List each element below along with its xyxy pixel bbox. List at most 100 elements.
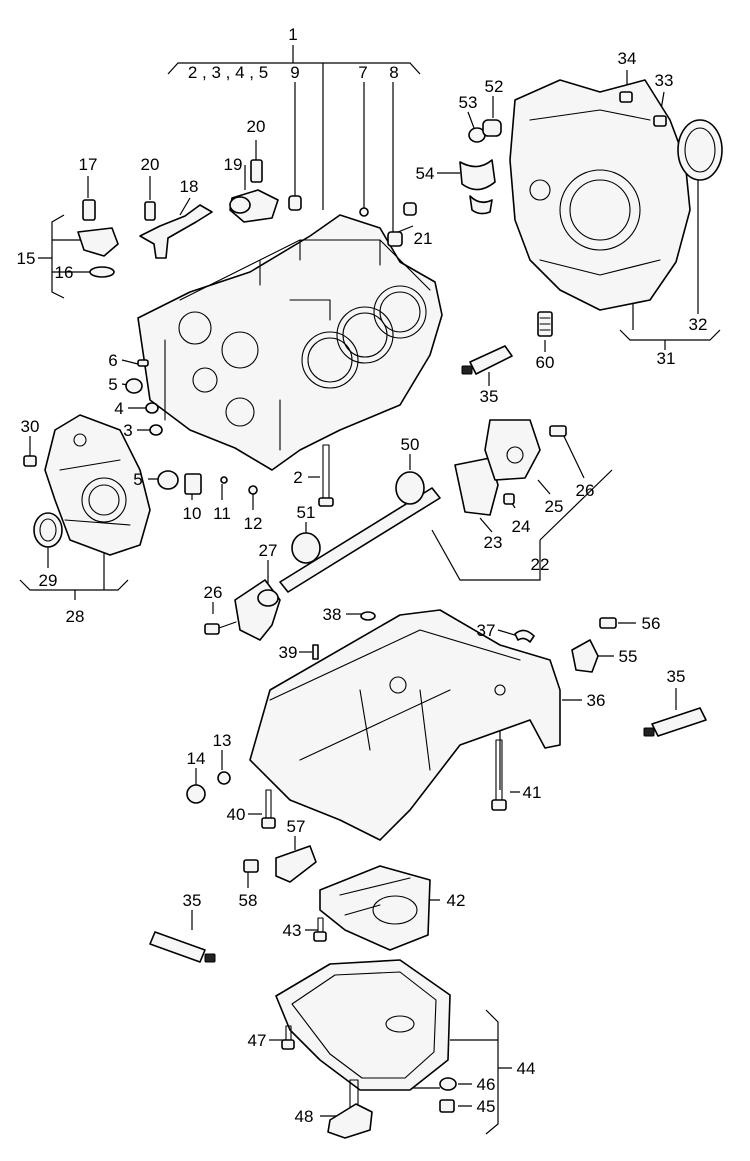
callout-label: 26 xyxy=(576,481,595,500)
sealant-tube-bottom-part xyxy=(149,931,216,963)
callout-label: 47 xyxy=(248,1031,267,1050)
oil-jet-part xyxy=(77,199,119,278)
oil-level-sensor-part xyxy=(243,845,317,883)
callout-label: 38 xyxy=(323,605,342,624)
callout-label: 57 xyxy=(287,817,306,836)
oil-pressure-part xyxy=(571,617,617,673)
oil-temp-sensor-part xyxy=(327,1079,373,1139)
rear-cover-part xyxy=(509,79,691,311)
callout-label: 15 xyxy=(17,249,36,268)
small-plug-parts xyxy=(125,359,163,436)
crankcase-bolt-small-part xyxy=(261,789,276,829)
pan-drain-parts xyxy=(439,1077,457,1113)
callout-label: 2 xyxy=(293,468,302,487)
sensor-part xyxy=(537,311,553,337)
bearing-shells-part xyxy=(459,119,502,215)
callout-label: 5 xyxy=(133,470,142,489)
oil-pan-part xyxy=(275,959,451,1091)
callout-label: 2 , 3 , 4 , 5 xyxy=(188,63,268,82)
pulley-bolt-part xyxy=(204,621,237,635)
baffle-bolt-part xyxy=(313,917,327,942)
callout-label: 27 xyxy=(259,541,278,560)
callout-label: 40 xyxy=(227,805,246,824)
callout-label: 18 xyxy=(180,177,199,196)
callout-label: 58 xyxy=(239,891,258,910)
callout-label: 7 xyxy=(358,63,367,82)
callout-label: 19 xyxy=(224,155,243,174)
callout-label: 45 xyxy=(477,1097,496,1116)
callout-label: 26 xyxy=(204,583,223,602)
callout-label: 6 xyxy=(108,351,117,370)
callout-label: 46 xyxy=(477,1075,496,1094)
callout-label: 60 xyxy=(536,353,555,372)
front-seal-part xyxy=(33,512,63,548)
timing-cover-part xyxy=(44,414,151,556)
callout-label: 36 xyxy=(587,691,606,710)
callout-label: 32 xyxy=(689,315,708,334)
callout-label: 21 xyxy=(414,229,433,248)
pulley-part xyxy=(234,579,281,641)
callout-label: 52 xyxy=(485,77,504,96)
callout-label: 12 xyxy=(244,514,263,533)
callout-label: 9 xyxy=(290,63,299,82)
callout-label: 35 xyxy=(183,891,202,910)
callout-label: 22 xyxy=(531,555,550,574)
timing-bolt-part xyxy=(23,455,37,467)
cover-bolt-parts xyxy=(619,91,667,127)
callout-label: 5 xyxy=(108,375,117,394)
callout-label: 48 xyxy=(295,1107,314,1126)
callout-label: 23 xyxy=(484,533,503,552)
callout-label: 17 xyxy=(79,155,98,174)
crank-seal-part xyxy=(677,119,723,181)
bracket-part xyxy=(229,159,279,223)
spray-jet-part xyxy=(139,201,213,259)
callout-label: 34 xyxy=(618,49,637,68)
callout-label: 56 xyxy=(642,614,661,633)
callout-label: 31 xyxy=(657,349,676,368)
lower-plug-parts xyxy=(157,470,258,495)
callout-label: 4 xyxy=(114,399,123,418)
callout-label: 39 xyxy=(279,643,298,662)
pan-bolt-part xyxy=(281,1025,295,1050)
callout-label: 14 xyxy=(187,749,206,768)
sealant-tube-part xyxy=(461,345,513,375)
callout-label: 33 xyxy=(655,71,674,90)
plug-parts xyxy=(288,195,417,247)
drain-plug-part xyxy=(186,771,231,804)
callout-label: 25 xyxy=(545,497,564,516)
callout-label: 43 xyxy=(283,921,302,940)
callout-label: 28 xyxy=(66,607,85,626)
callout-label: 8 xyxy=(389,63,398,82)
balance-shaft-part xyxy=(279,419,567,593)
callout-label: 30 xyxy=(21,417,40,436)
callout-label: 41 xyxy=(523,783,542,802)
callout-label: 44 xyxy=(517,1059,536,1078)
callout-label: 11 xyxy=(213,504,231,523)
callout-label: 16 xyxy=(55,263,74,282)
callout-label: 54 xyxy=(416,164,435,183)
sealant-tube-right-part xyxy=(643,707,707,737)
lower-crankcase-part xyxy=(249,609,561,841)
callout-label: 1 xyxy=(288,25,297,44)
callout-label: 53 xyxy=(459,93,478,112)
callout-label: 13 xyxy=(213,731,232,750)
callout-label: 10 xyxy=(183,504,202,523)
callout-label: 50 xyxy=(401,435,420,454)
oil-baffle-part xyxy=(319,865,431,951)
callout-label: 20 xyxy=(247,117,266,136)
crankcase-small-parts xyxy=(312,611,535,660)
callout-label: 3 xyxy=(123,421,132,440)
callout-label: 24 xyxy=(512,517,531,536)
callout-label: 35 xyxy=(667,667,686,686)
callout-label: 37 xyxy=(477,621,496,640)
crankcase-bolt-part xyxy=(491,739,507,811)
callout-label: 20 xyxy=(141,155,160,174)
callout-label: 51 xyxy=(297,503,316,522)
head-bolt-part xyxy=(318,444,334,507)
engine-block-part xyxy=(137,214,443,471)
callout-label: 29 xyxy=(39,571,58,590)
callout-label: 35 xyxy=(480,387,499,406)
callout-label: 42 xyxy=(447,891,466,910)
